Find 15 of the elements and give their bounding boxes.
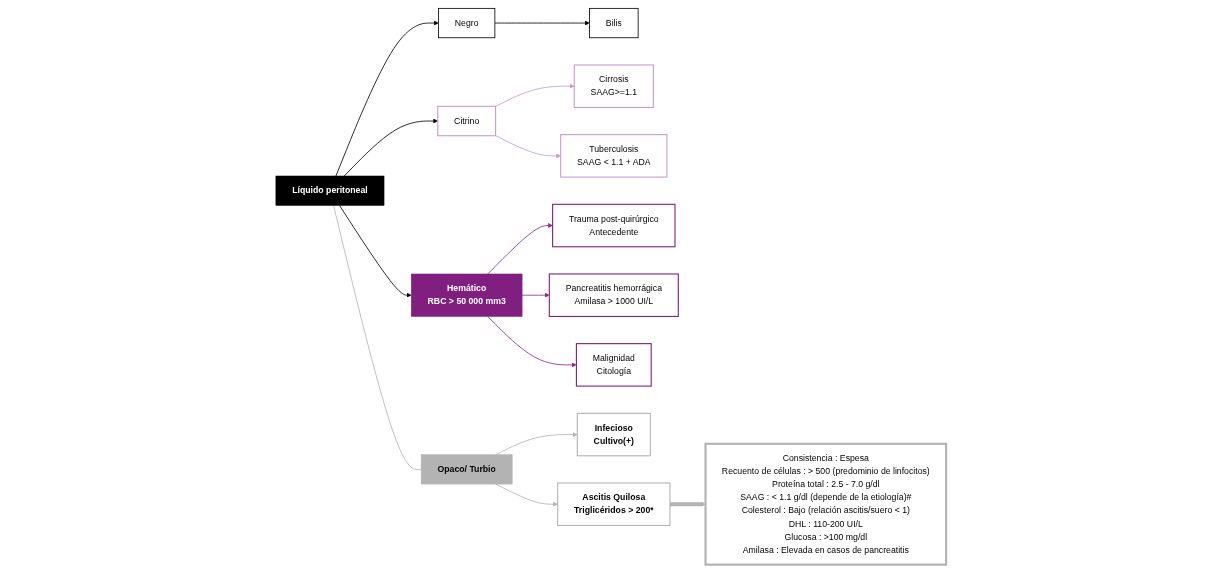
node-box: Opaco/ Turbio (420, 454, 512, 485)
node-box: Líquido peritoneal (275, 175, 384, 206)
node-box: Citrino (436, 105, 496, 137)
node-box: Ascitis Quilosa Triglicéridos > 200* (556, 482, 670, 526)
node-box: Trauma post-quirúrgico Antecedente (551, 203, 676, 248)
node-box: Cirrosis SAAG>=1.1 (573, 64, 654, 108)
node-box: Hemático RBC > 50 000 mm3 (410, 273, 522, 317)
node-box: Malignidad Citología (575, 343, 652, 387)
node-box: Negro (437, 7, 495, 39)
node-box: Pancreatitis hemorrágica Amilasa > 1000 UI/L (548, 273, 679, 317)
node-box: Bilis (588, 7, 639, 39)
node-box: Tuberculosis SAAG < 1.1 + ADA (559, 134, 667, 178)
arrow (669, 501, 706, 507)
node-box: Consistencia : Espesa Recuento de células : > 500 (predominio de linfocitos) Proteína total : 2.5 - 7.0 g/dl SAAG : < 1.1 g/dl (depende de la etiología)# Colesterol : Bajo (relación ascitis/suero < 1) DHL : 110-200 UI/L Glucosa : >100 mg/dl Amilasa : Elevada en casos de pancreatitis (703, 442, 947, 566)
node-box: Infecioso Cultivo(+) (576, 412, 651, 457)
